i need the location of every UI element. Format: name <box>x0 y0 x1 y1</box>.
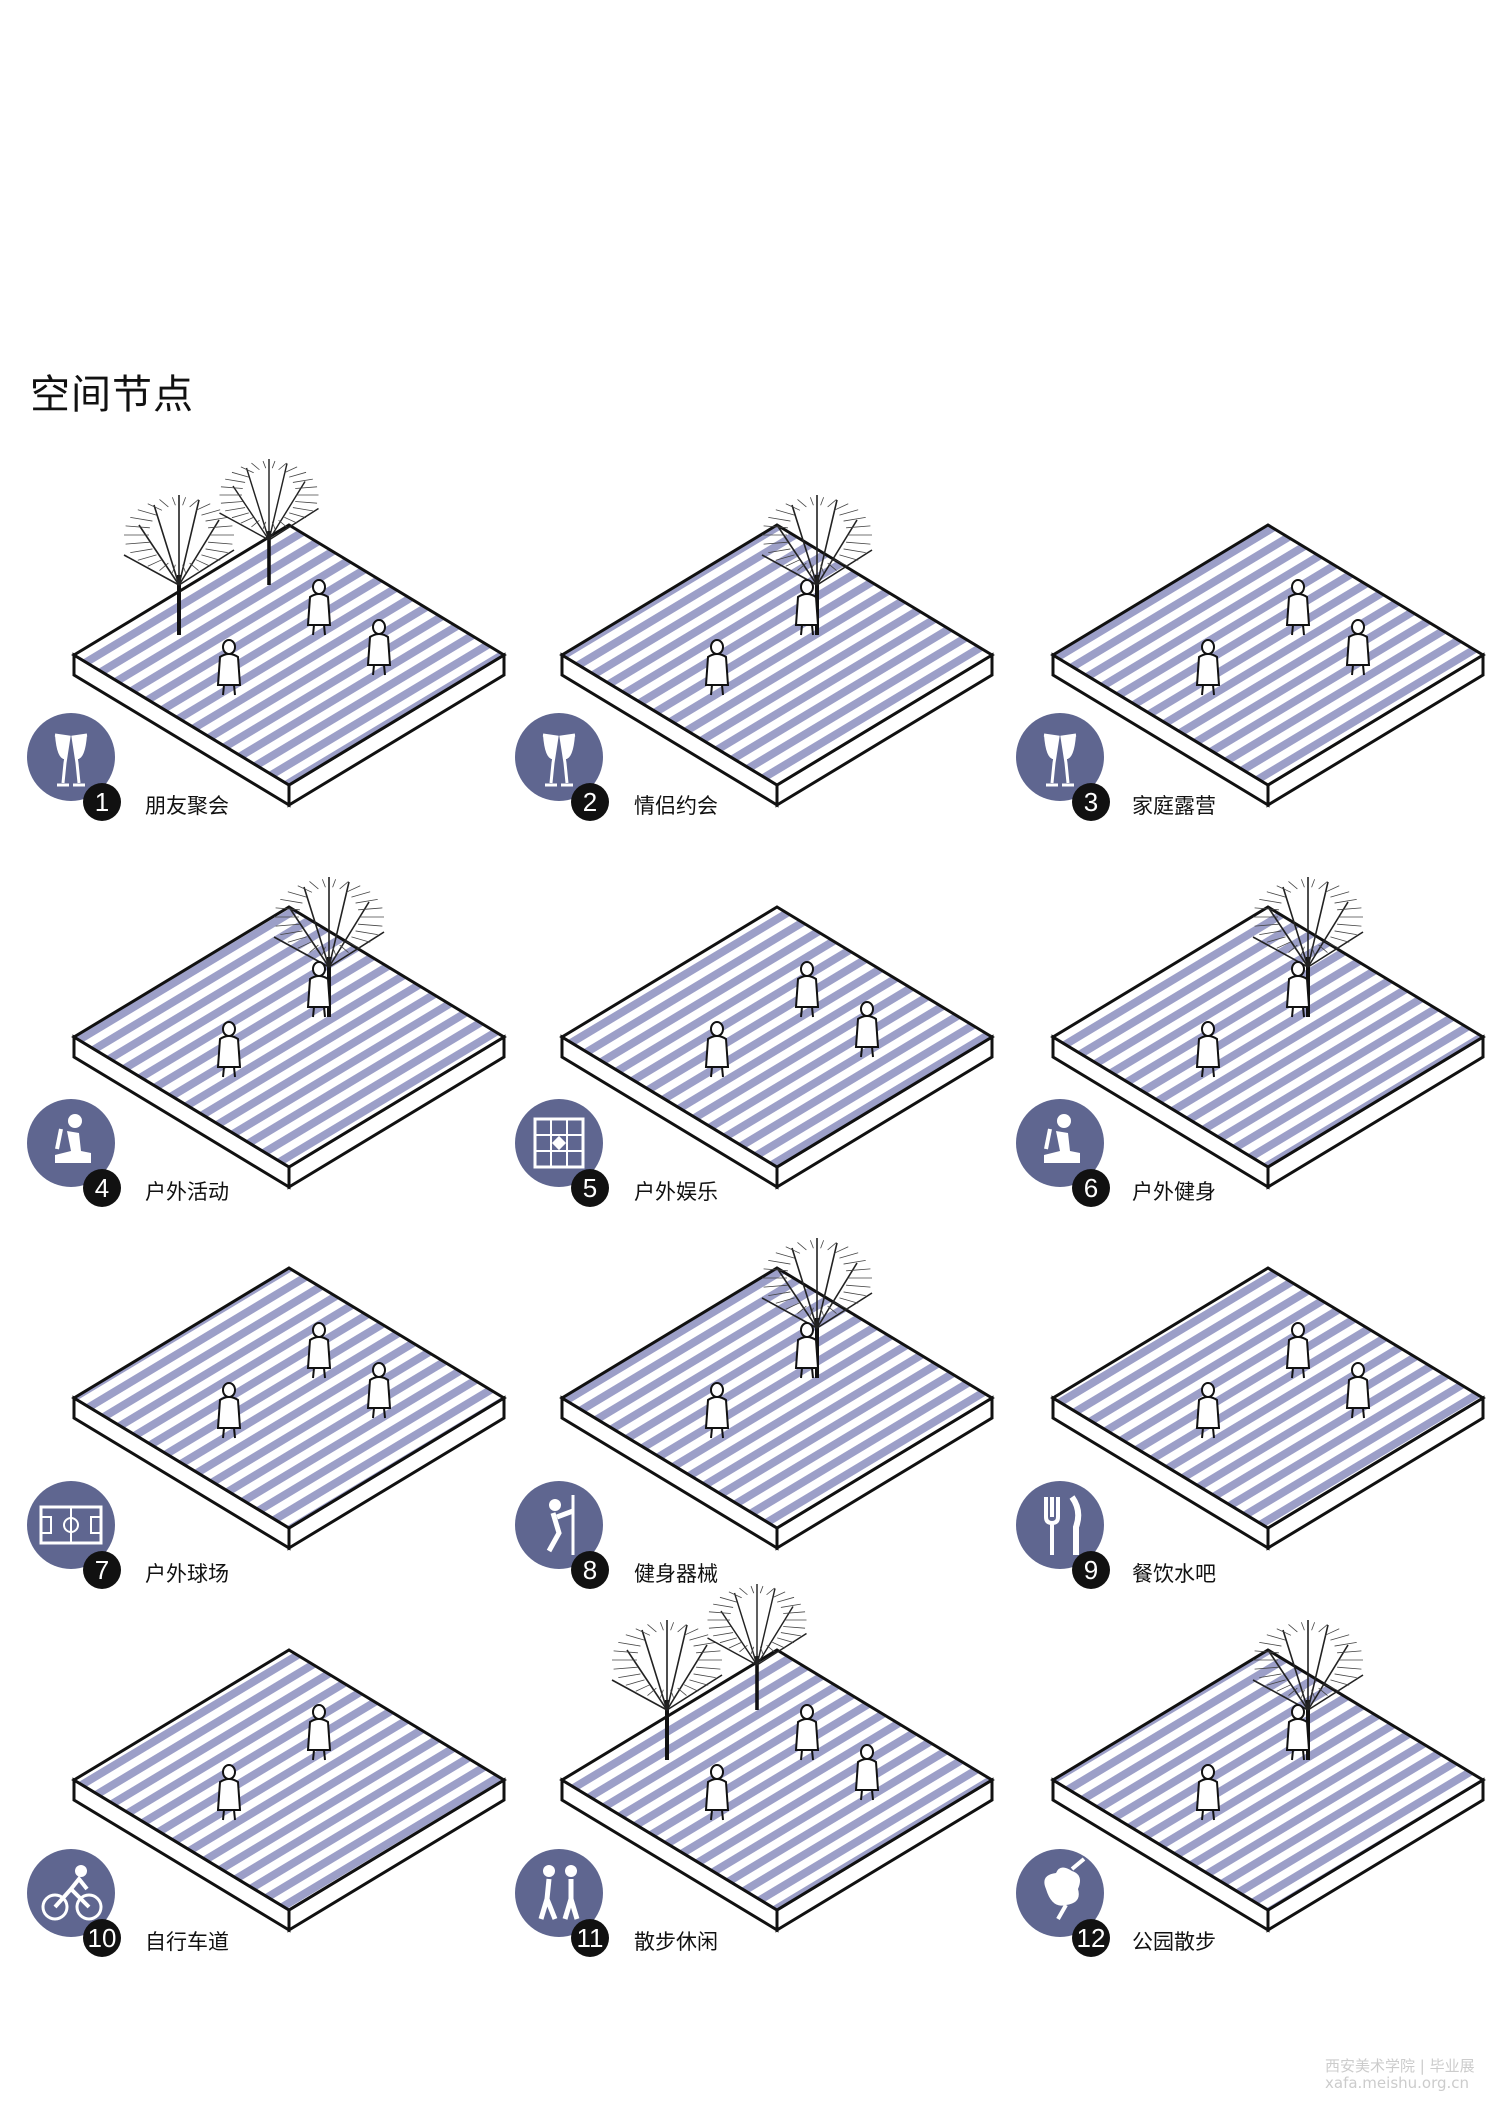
striped-platform-top <box>1050 905 1486 1169</box>
striped-platform-top <box>71 523 507 787</box>
striped-platform-top <box>1050 1266 1486 1530</box>
node-number-badge: 3 <box>1072 783 1110 821</box>
node-number-badge: 12 <box>1072 1919 1110 1957</box>
node-number-badge: 8 <box>571 1551 609 1589</box>
node-number-badge: 5 <box>571 1169 609 1207</box>
node-number-badge: 9 <box>1072 1551 1110 1589</box>
space-node-diagram-1 <box>71 459 507 808</box>
space-node-diagram-3 <box>1050 523 1486 808</box>
people-illustration <box>216 1322 392 1439</box>
champagne-glasses-icon <box>1016 713 1104 801</box>
node-label: 朋友聚会 <box>145 794 229 818</box>
fork-knife-icon <box>1016 1481 1104 1569</box>
space-node-diagram-5 <box>559 905 995 1190</box>
space-node-diagram-10 <box>71 1648 507 1933</box>
people-illustration <box>704 1704 880 1821</box>
node-label: 餐饮水吧 <box>1132 1562 1216 1586</box>
space-node-diagram-6 <box>1050 877 1486 1190</box>
tree-illustration <box>123 495 235 635</box>
watermark-line1: 西安美术学院 | 毕业展 <box>1325 2057 1475 2075</box>
people-illustration <box>704 1322 820 1439</box>
striped-platform-top <box>71 905 507 1169</box>
people-illustration <box>216 1704 332 1821</box>
space-node-diagram-4 <box>71 877 507 1190</box>
node-label: 散步休闲 <box>634 1930 718 1954</box>
striped-platform-top <box>559 1266 995 1530</box>
node-number-badge: 7 <box>83 1551 121 1589</box>
people-illustration <box>1195 1322 1371 1439</box>
people-illustration <box>1195 579 1371 696</box>
node-number-badge: 10 <box>83 1919 121 1957</box>
tree-illustration <box>1252 877 1364 1017</box>
board-game-icon <box>515 1099 603 1187</box>
sports-field-icon <box>27 1481 115 1569</box>
node-number-badge: 4 <box>83 1169 121 1207</box>
people-illustration <box>216 579 392 696</box>
watermark-line2: xafa.meishu.org.cn <box>1325 2074 1470 2092</box>
people-illustration <box>1195 961 1311 1078</box>
tree-illustration <box>761 495 873 635</box>
node-label: 家庭露营 <box>1132 794 1216 818</box>
node-label: 公园散步 <box>1132 1930 1216 1954</box>
page-title: 空间节点 <box>30 372 194 418</box>
tree-illustration <box>611 1620 723 1760</box>
space-node-diagram-8 <box>559 1238 995 1551</box>
tree-illustration <box>273 877 385 1017</box>
space-node-diagram-12 <box>1050 1620 1486 1933</box>
champagne-glasses-icon <box>515 713 603 801</box>
people-illustration <box>1195 1704 1311 1821</box>
seated-exercise-icon <box>1016 1099 1104 1187</box>
node-label: 健身器械 <box>634 1562 718 1586</box>
champagne-glasses-icon <box>27 713 115 801</box>
striped-platform-top <box>559 1648 995 1912</box>
node-number-badge: 6 <box>1072 1169 1110 1207</box>
people-illustration <box>216 961 332 1078</box>
tree-illustration <box>707 1584 807 1710</box>
striped-platform-top <box>559 523 995 787</box>
node-number-badge: 11 <box>571 1919 609 1957</box>
node-label: 情侣约会 <box>634 794 718 818</box>
striped-platform-top <box>1050 1648 1486 1912</box>
watermark: 西安美术学院 | 毕业展 xafa.meishu.org.cn <box>1325 2058 1475 2092</box>
node-number-badge: 1 <box>83 783 121 821</box>
node-label: 户外健身 <box>1132 1180 1216 1204</box>
node-label: 自行车道 <box>145 1930 229 1954</box>
cyclist-icon <box>27 1849 115 1937</box>
striped-platform-top <box>559 905 995 1169</box>
node-number-badge: 2 <box>571 783 609 821</box>
space-node-diagram-9 <box>1050 1266 1486 1551</box>
seated-exercise-icon <box>27 1099 115 1187</box>
tree-illustration <box>219 459 319 585</box>
walking-people-icon <box>515 1849 603 1937</box>
node-label: 户外活动 <box>145 1180 229 1204</box>
node-label: 户外娱乐 <box>634 1180 718 1204</box>
striped-platform-top <box>71 1648 507 1912</box>
park-tree-icon <box>1016 1849 1104 1937</box>
people-illustration <box>704 961 880 1078</box>
space-node-diagram-7 <box>71 1266 507 1551</box>
space-node-diagram-2 <box>559 495 995 808</box>
node-label: 户外球场 <box>145 1562 229 1586</box>
pole-exercise-icon <box>515 1481 603 1569</box>
space-node-diagram-11 <box>559 1584 995 1933</box>
striped-platform-top <box>1050 523 1486 787</box>
people-illustration <box>704 579 820 696</box>
striped-platform-top <box>71 1266 507 1530</box>
